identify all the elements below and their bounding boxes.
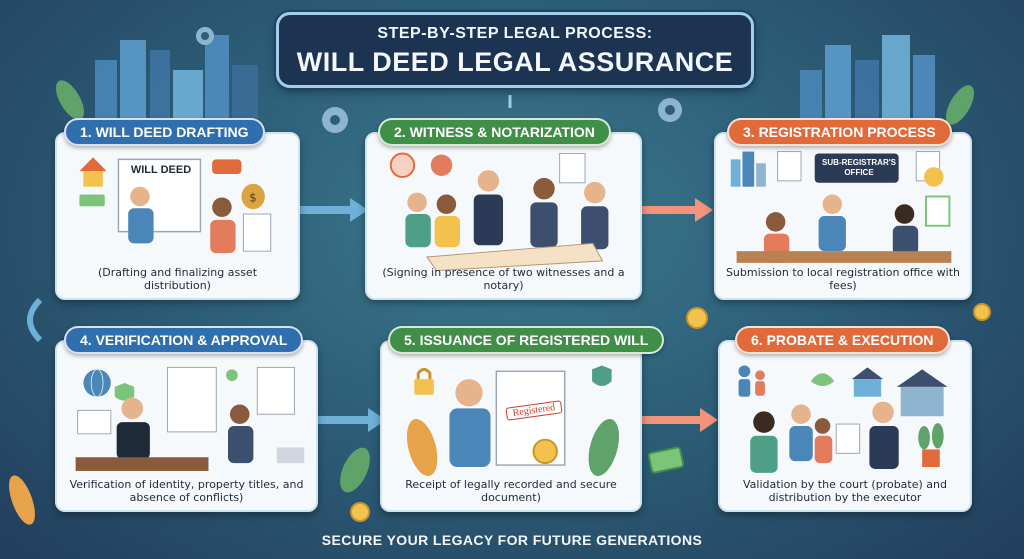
step-5-caption: Receipt of legally recorded and secure d…	[405, 478, 617, 504]
money-icon	[79, 194, 105, 207]
globe-icon	[83, 368, 111, 398]
svg-text:$: $	[249, 190, 256, 204]
step-5-card: Registered Receipt of legally recorded a…	[380, 340, 642, 512]
step-6-card: Validation by the court (probate) and di…	[718, 340, 972, 512]
step-6-label: 6. PROBATE & EXECUTION	[735, 326, 950, 354]
step-1-card: $ WILL DEED (Drafting and finalizing ass…	[55, 132, 300, 300]
flow-arrows	[27, 95, 718, 432]
step-4-label: 4. VERIFICATION & APPROVAL	[64, 326, 304, 354]
house-icon	[79, 157, 107, 187]
seal-icon	[430, 154, 453, 176]
family-icon	[738, 365, 765, 397]
plant-icon	[9, 80, 974, 525]
step-3-illustration	[730, 151, 952, 263]
money-bag-icon: $	[241, 183, 265, 210]
step-2-caption: (Signing in presence of two witnesses an…	[382, 266, 625, 292]
step-6-caption: Validation by the court (probate) and di…	[742, 478, 947, 504]
step-5-label: 5. ISSUANCE OF REGISTERED WILL	[388, 326, 665, 354]
step-1-label: 1. WILL DEED DRAFTING	[64, 118, 265, 146]
plant-icon	[918, 423, 944, 468]
shield-icon	[592, 365, 612, 386]
will-deed-document-text: WILL DEED	[130, 164, 192, 176]
step-5-illustration	[406, 365, 620, 477]
bank-icon	[851, 367, 884, 397]
stamp-icon	[389, 152, 416, 178]
lock-icon	[414, 367, 434, 395]
title-line-1: STEP-BY-STEP LEGAL PROCESS:	[377, 25, 653, 42]
city-skyline-icon	[730, 151, 766, 187]
coin-icon	[924, 167, 944, 187]
title-banner: STEP-BY-STEP LEGAL PROCESS: WILL DEED LE…	[276, 12, 754, 88]
office-sign-text: SUB-REGISTRAR'S OFFICE	[822, 158, 896, 177]
step-4-illustration	[75, 366, 305, 471]
gear-icon	[196, 27, 682, 133]
step-3-label: 3. REGISTRATION PROCESS	[727, 118, 952, 146]
footer-tagline: SECURE YOUR LEGACY FOR FUTURE GENERATION…	[321, 532, 703, 548]
step-3-caption: Submission to local registration office …	[725, 266, 961, 292]
city-skyline-icon	[95, 35, 258, 130]
step-2-label: 2. WITNESS & NOTARIZATION	[378, 118, 611, 146]
step-6-illustration	[738, 365, 948, 473]
step-4-card: Verification of identity, property title…	[55, 340, 318, 512]
shield-icon	[114, 383, 135, 401]
step-2-card: (Signing in presence of two witnesses an…	[365, 132, 642, 300]
page-title: WILL DEED LEGAL ASSURANCE	[296, 47, 734, 77]
car-icon	[212, 159, 242, 175]
step-1-caption: (Drafting and finalizing asset distribut…	[97, 266, 258, 292]
coin-icon	[350, 303, 991, 522]
step-4-caption: Verification of identity, property title…	[69, 478, 304, 504]
money-icon	[647, 446, 685, 474]
city-skyline-icon	[800, 35, 935, 130]
step-1-illustration: $	[79, 157, 272, 254]
handshake-icon	[810, 373, 835, 386]
step-2-illustration	[389, 152, 609, 272]
step-3-card: SUB-REGISTRAR'S OFFICE Submission to loc…	[714, 132, 972, 300]
bank-icon	[896, 369, 948, 417]
seal-icon	[532, 438, 558, 465]
